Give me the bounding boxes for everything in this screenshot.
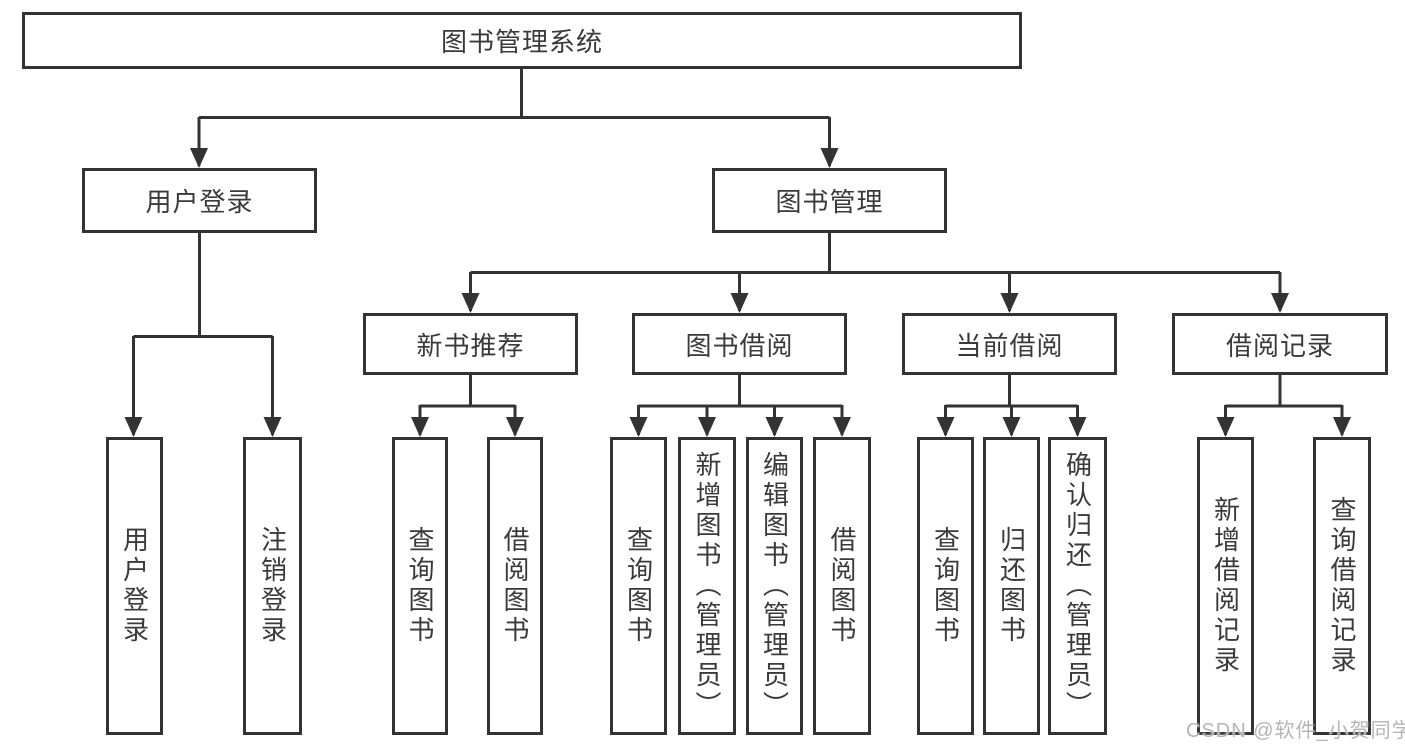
leaf-query-books-borrow: 查询图书 [610, 437, 667, 735]
leaf-query-borrow-record: 查询借阅记录 [1313, 437, 1371, 735]
leaf-confirm-return-admin: 确认归还（管理员） [1048, 437, 1107, 735]
leaf-return-books: 归还图书 [983, 437, 1040, 735]
leaf-edit-books-admin: 编辑图书（管理员） [746, 437, 803, 735]
leaf-add-borrow-record: 新增借阅记录 [1197, 437, 1254, 735]
leaf-user-login: 用户登录 [106, 437, 163, 735]
node-borrow-records: 借阅记录 [1172, 313, 1388, 375]
node-book-borrow: 图书借阅 [632, 313, 847, 375]
leaf-borrow-books-recommend: 借阅图书 [487, 437, 543, 735]
node-book-management: 图书管理 [712, 168, 947, 233]
node-current-borrow: 当前借阅 [902, 313, 1117, 375]
leaf-query-books-recommend: 查询图书 [392, 437, 448, 735]
leaf-logout: 注销登录 [243, 437, 302, 735]
leaf-borrow-books: 借阅图书 [813, 437, 871, 735]
node-new-book-recommend: 新书推荐 [363, 313, 578, 375]
csdn-watermark: CSDN @软件_小贺同学 [1186, 720, 1405, 742]
node-user-login: 用户登录 [82, 168, 317, 233]
leaf-add-books-admin: 新增图书（管理员） [678, 437, 736, 735]
leaf-query-books-current: 查询图书 [917, 437, 974, 735]
node-library-management-system: 图书管理系统 [22, 12, 1022, 69]
